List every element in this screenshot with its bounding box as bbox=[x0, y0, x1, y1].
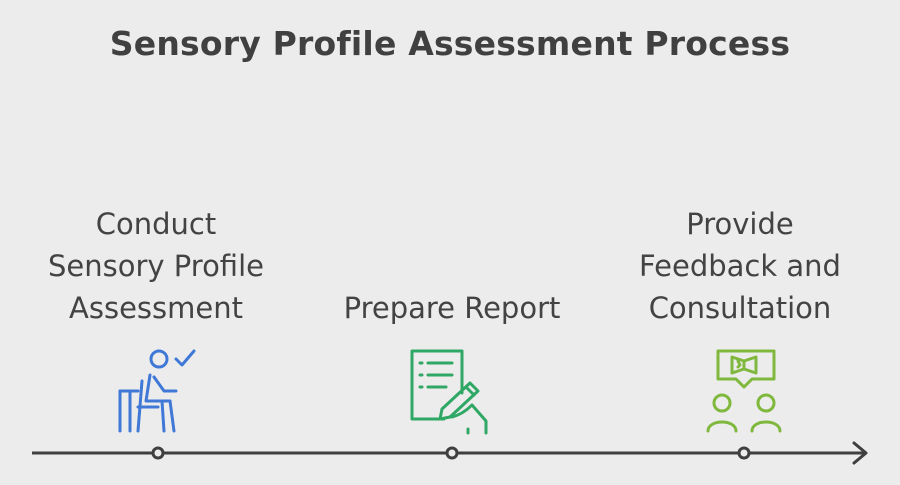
step-label-feedback-consultation: Provide Feedback and Consultation bbox=[639, 207, 841, 325]
timeline-node-3 bbox=[737, 446, 751, 460]
diagram-title: Sensory Profile Assessment Process bbox=[109, 24, 791, 63]
step-label-conduct-assessment: Conduct Sensory Profile Assessment bbox=[48, 207, 264, 325]
consultation-people-icon bbox=[706, 349, 782, 433]
document-writing-icon bbox=[410, 349, 488, 435]
timeline-axis bbox=[32, 441, 868, 465]
timeline-node-1 bbox=[151, 446, 165, 460]
timeline-node-2 bbox=[445, 446, 459, 460]
timeline-arrowhead bbox=[852, 441, 868, 465]
person-at-desk-check-icon bbox=[118, 349, 196, 433]
step-label-prepare-report: Prepare Report bbox=[343, 291, 561, 325]
